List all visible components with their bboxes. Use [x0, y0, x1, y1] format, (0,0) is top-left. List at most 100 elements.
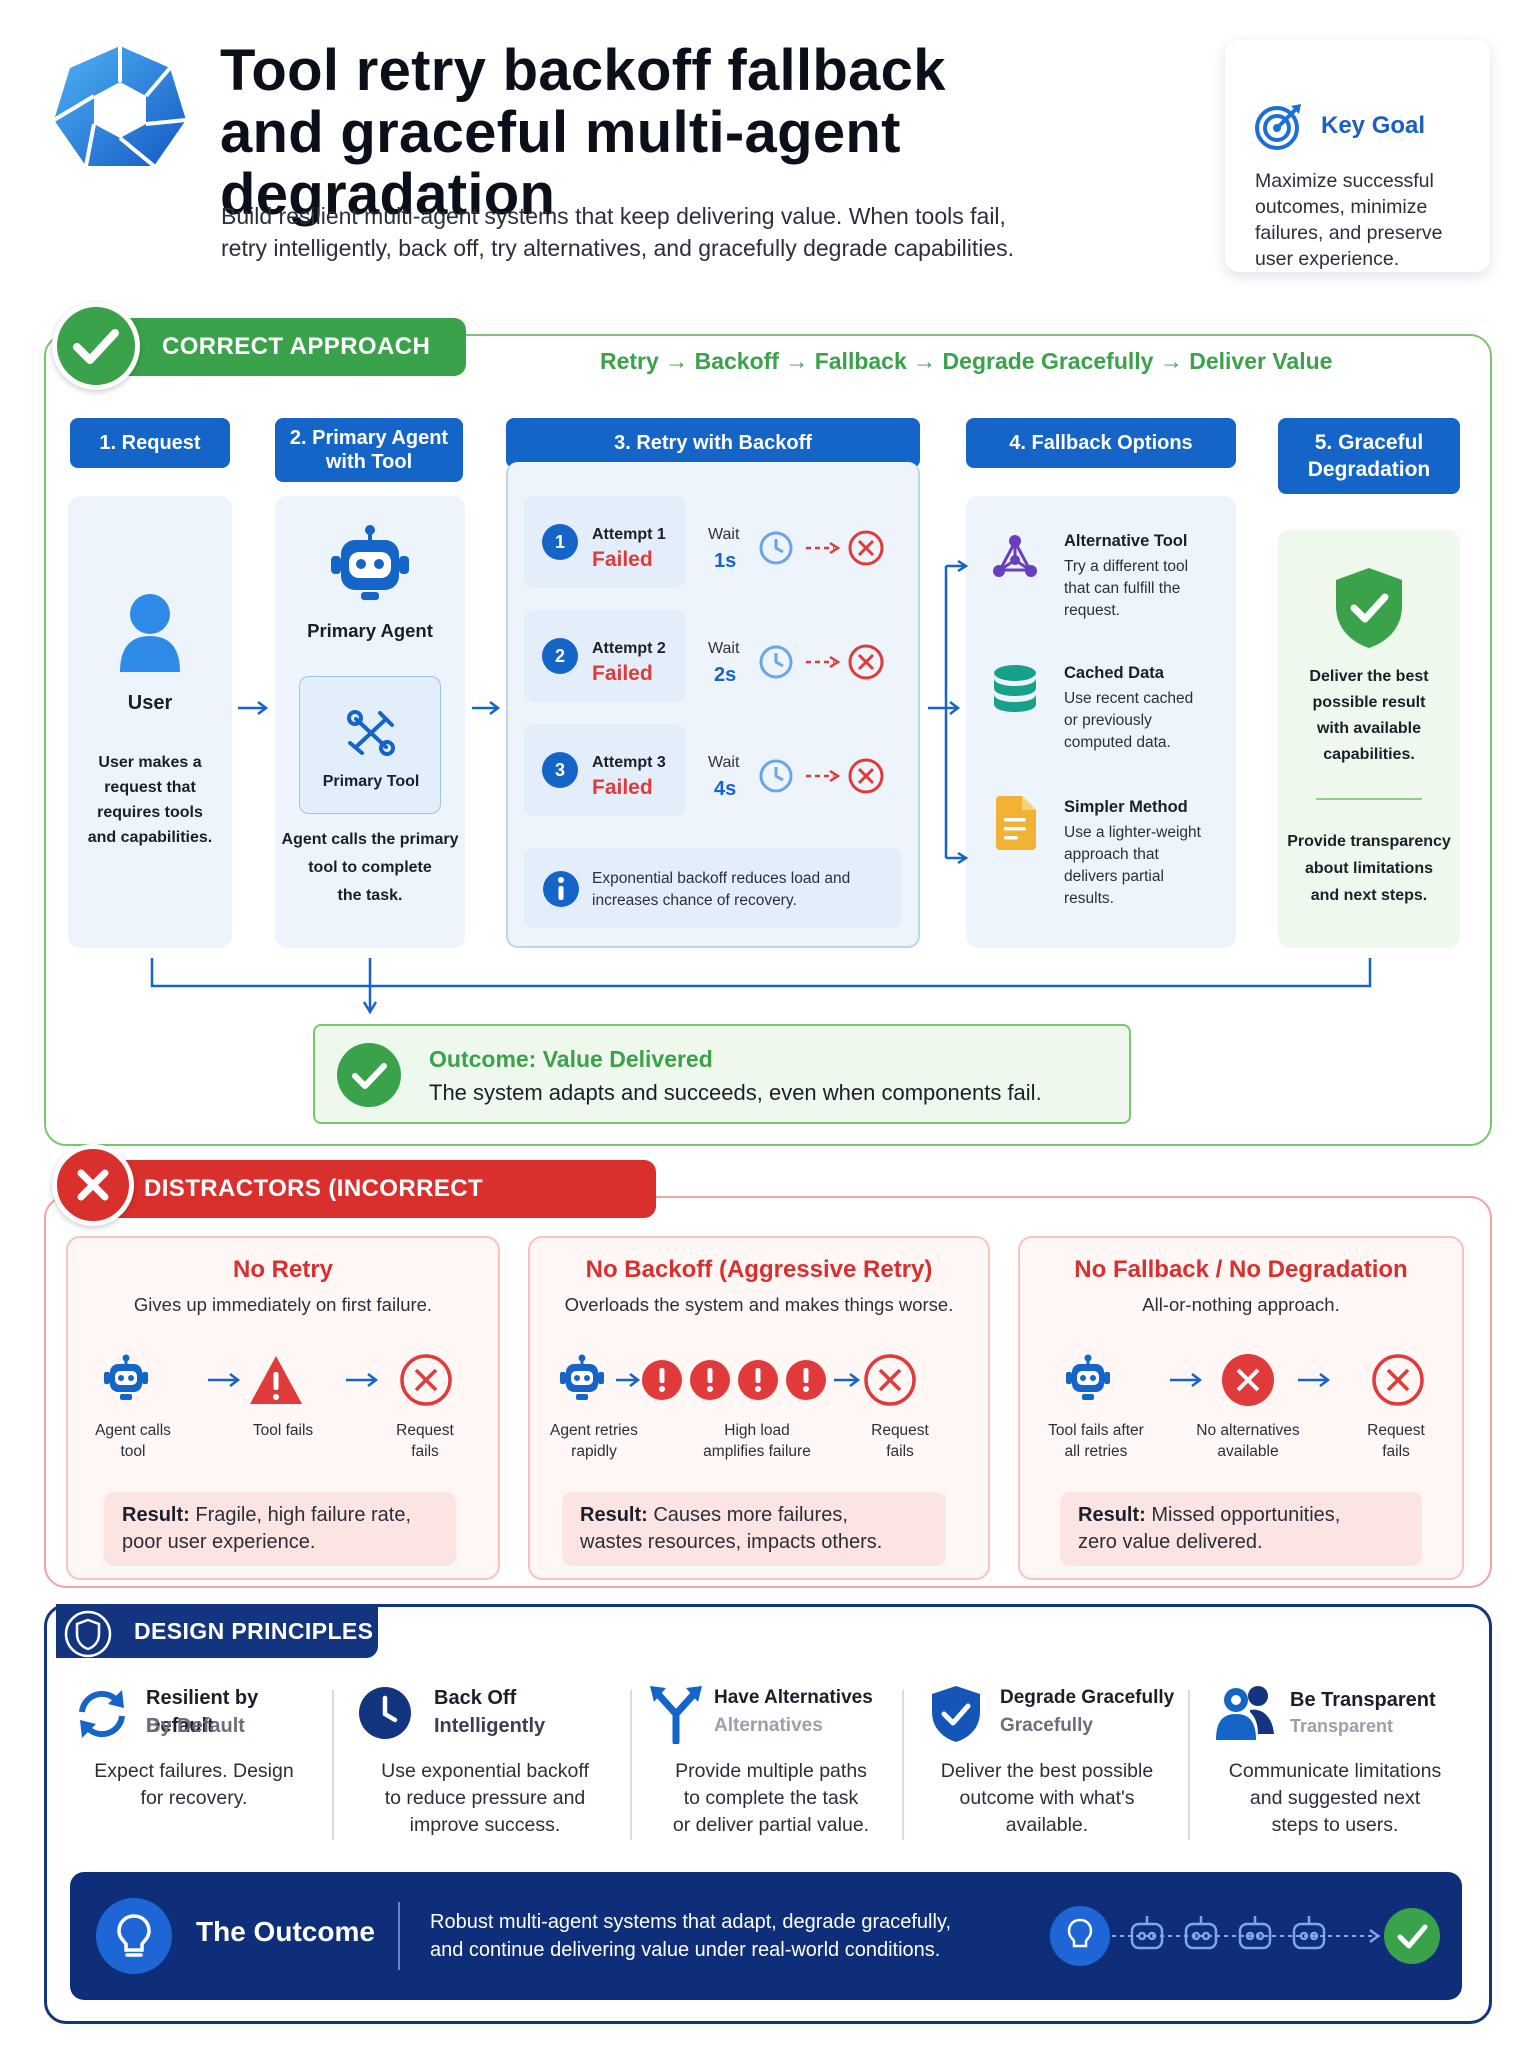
- lightbulb-icon: [1050, 1906, 1110, 1966]
- primary-agent-name: Primary Agent: [307, 620, 433, 641]
- robot-icon: [1130, 1916, 1164, 1950]
- document-icon: [994, 796, 1038, 850]
- no-retry-label-3: Request fails: [360, 1420, 490, 1462]
- principle-4-text-line-2: outcome with what's: [959, 1787, 1135, 1809]
- no-retry-title: No Retry: [232, 1256, 334, 1283]
- no-retry-label-3-line-2: fails: [411, 1443, 439, 1460]
- no-retry-label-1: Agent calls tool: [68, 1420, 198, 1462]
- principle-divider: [332, 1690, 334, 1840]
- no-backoff-subtitle: Overloads the system and makes things wo…: [564, 1294, 954, 1315]
- no-fallback-label-2-line-2: available: [1217, 1443, 1279, 1460]
- alternative-tool-icon: [990, 532, 1040, 582]
- x-circle-icon: [848, 644, 884, 680]
- backoff-note: Exponential backoff reduces load and inc…: [524, 848, 902, 928]
- the-outcome-text-line-2: and continue delivering value under real…: [430, 1939, 941, 1961]
- step-2-label-line-2: with Tool: [325, 451, 413, 473]
- no-retry-label-2-line-1: Tool fails: [252, 1422, 314, 1439]
- people-icon: [1214, 1684, 1276, 1742]
- distractor-no-retry: No Retry Gives up immediately on first f…: [66, 1236, 500, 1580]
- no-fallback-label-3: Request fails: [1336, 1420, 1456, 1462]
- design-principles-section: [44, 1604, 1492, 2024]
- fallback-3-desc: Use a lighter-weight approach that deliv…: [1064, 822, 1201, 910]
- no-fallback-result-line-2: zero value delivered.: [1078, 1531, 1263, 1553]
- step-3-label: 3. Retry with Backoff: [614, 432, 812, 454]
- robot-icon: [1238, 1916, 1272, 1950]
- principle-3-title-line-2: Alternatives: [714, 1715, 823, 1736]
- primary-tool-box: Primary Tool: [299, 676, 441, 814]
- no-retry-result-line-1: Fragile, high failure rate,: [195, 1504, 412, 1526]
- user-icon: [118, 592, 182, 674]
- robot-icon: [327, 524, 413, 604]
- key-goal-card: Key Goal Maximize successful outcomes, m…: [1225, 40, 1490, 272]
- fallback-1-desc-line-3: request.: [1064, 602, 1121, 619]
- the-outcome-text: Robust multi-agent systems that adapt, d…: [430, 1908, 951, 1964]
- principle-divider: [1188, 1690, 1190, 1840]
- no-backoff-label-1-line-1: Agent retries: [550, 1422, 638, 1439]
- fallback-2-desc: Use recent cached or previously computed…: [1064, 688, 1193, 754]
- graceful-degradation-panel: Deliver the best possible result with av…: [1278, 530, 1460, 948]
- robot-icon: [1066, 1354, 1110, 1400]
- no-backoff-result-line-2: wastes resources, impacts others.: [580, 1531, 883, 1553]
- outcome-divider: [398, 1902, 400, 1970]
- attempt-1-status: Failed: [592, 548, 653, 571]
- step-4-header: 4. Fallback Options: [966, 418, 1236, 468]
- fallback-2-desc-line-2: or previously: [1064, 712, 1152, 729]
- clock-icon: [358, 1686, 412, 1740]
- degradation-divider: [1316, 798, 1422, 800]
- principle-transparent: Be Transparent Transparent Communicate l…: [1206, 1682, 1476, 1842]
- key-goal-title: Key Goal: [1321, 112, 1426, 139]
- primary-tool-label: Primary Tool: [322, 773, 420, 790]
- robot-icon: [560, 1354, 604, 1400]
- correct-approach-banner: CORRECT APPROACH: [100, 318, 466, 376]
- principle-1-text-line-1: Expect failures. Design: [94, 1760, 294, 1782]
- principle-2-text-line-1: Use exponential backoff: [381, 1760, 589, 1782]
- principle-1-text: Expect failures. Design for recovery.: [70, 1758, 318, 1812]
- clock-icon: [759, 759, 793, 793]
- wait-2-label: Wait: [708, 640, 740, 657]
- no-backoff-result: Result: Causes more failures, wastes res…: [562, 1492, 946, 1566]
- clock-icon: [759, 645, 793, 679]
- the-outcome-title: The Outcome: [196, 1916, 375, 1947]
- no-fallback-label-2: No alternatives available: [1178, 1420, 1318, 1462]
- title-line-1: Tool retry backoff fallback: [220, 38, 946, 103]
- attempt-2-status: Failed: [592, 662, 653, 685]
- step-5-label-line-2: Degradation: [1307, 458, 1431, 481]
- no-retry-label-1-line-2: tool: [120, 1443, 146, 1460]
- no-backoff-label-3: Request fails: [840, 1420, 960, 1462]
- principle-3-title-line-1: Have Alternatives: [714, 1687, 873, 1708]
- robot-icon: [1184, 1916, 1218, 1950]
- user-panel: User User makes a request that requires …: [68, 496, 232, 948]
- fallback-2-desc-line-3: computed data.: [1064, 734, 1171, 751]
- principle-3-text-line-3: or deliver partial value.: [672, 1814, 870, 1836]
- principle-3-text-line-2: to complete the task: [683, 1787, 859, 1809]
- alert-icon: [642, 1360, 682, 1400]
- no-backoff-result-line-1: Causes more failures,: [653, 1504, 848, 1526]
- warning-icon: [250, 1356, 302, 1404]
- principle-2-text: Use exponential backoff to reduce pressu…: [352, 1758, 618, 1839]
- degradation-text-1-line-2: possible result: [1312, 694, 1426, 711]
- fallback-2-desc-line-1: Use recent cached: [1064, 690, 1194, 707]
- alert-icon: [690, 1360, 730, 1400]
- subtitle-line-2: retry intelligently, back off, try alter…: [221, 235, 1015, 261]
- tool-icon: [346, 709, 396, 757]
- robot-icon: [104, 1354, 148, 1400]
- no-fallback-label-1-line-2: all retries: [1064, 1443, 1128, 1460]
- degradation-text-1-line-4: capabilities.: [1323, 746, 1415, 763]
- no-fallback-label-3-line-2: fails: [1382, 1443, 1410, 1460]
- principle-5-text-line-1: Communicate limitations: [1228, 1760, 1442, 1782]
- shield-icon: [64, 1610, 112, 1658]
- attempt-1-card: 1 Attempt 1 Failed: [524, 496, 686, 588]
- logo-icon: [52, 44, 188, 174]
- no-retry-flow: [96, 1352, 466, 1412]
- retry-row-3-icons: [758, 756, 888, 796]
- agent-desc-line-1: Agent calls the primary: [281, 831, 459, 848]
- no-fallback-label-1-line-1: Tool fails after: [1048, 1422, 1144, 1439]
- user-desc-line-4: and capabilities.: [87, 829, 213, 846]
- degradation-text-1: Deliver the best possible result with av…: [1278, 664, 1460, 768]
- correct-approach-section: [44, 334, 1492, 1146]
- fallback-3-desc-line-4: results.: [1064, 890, 1114, 907]
- retry-row-2-icons: [758, 642, 888, 682]
- no-fallback-result-label: Result:: [1078, 1504, 1146, 1526]
- principle-2-title-line-2: Intelligently: [434, 1715, 546, 1737]
- x-circle-icon: [848, 758, 884, 794]
